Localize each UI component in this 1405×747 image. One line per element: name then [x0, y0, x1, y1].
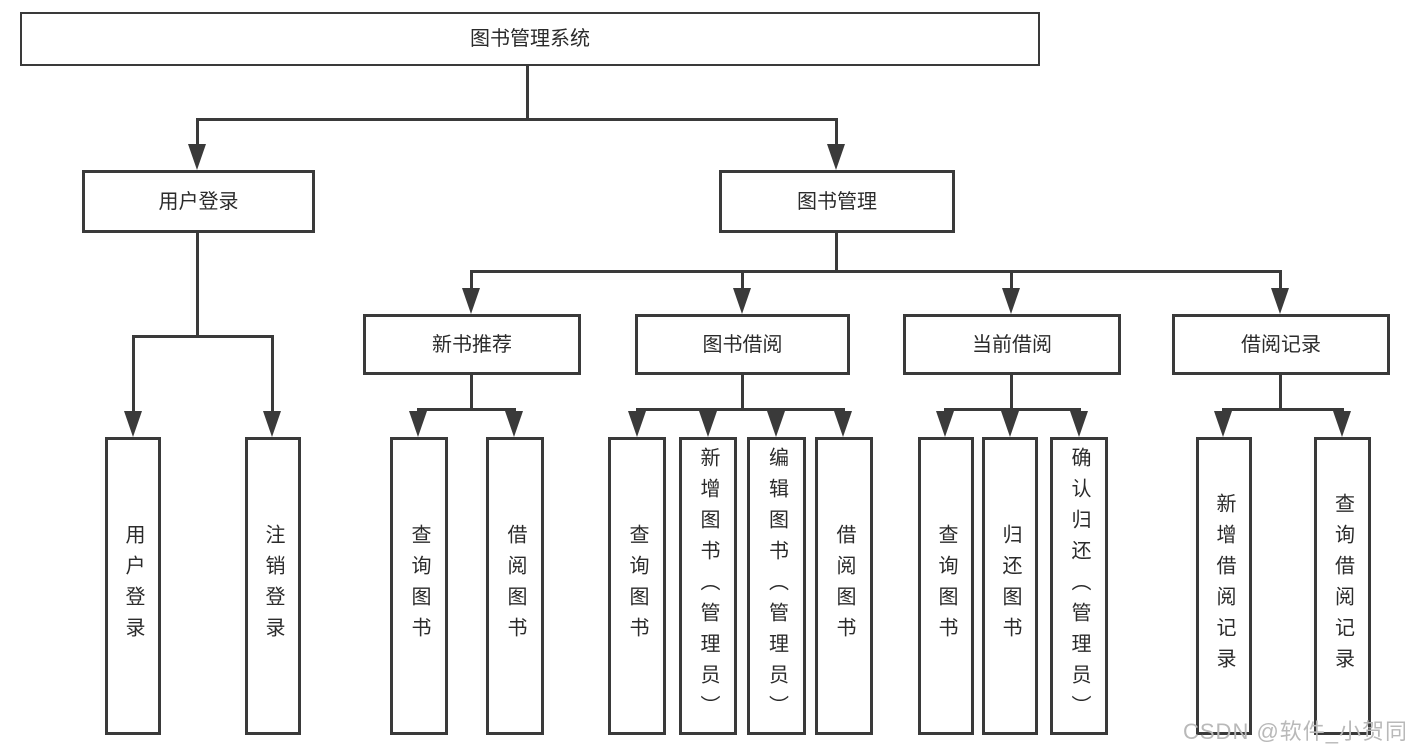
arrowhead-book-mgmt: [827, 144, 845, 170]
node-borrow-records: 借阅记录: [1172, 314, 1390, 375]
arrowhead-leaf: [1070, 411, 1088, 437]
arrowhead-borrow-records: [1271, 288, 1289, 314]
node-new-book-rec-label: 新书推荐: [432, 333, 512, 356]
connector-user-login-stub: [196, 233, 199, 335]
connector-borrow-records-leaf-branch: [1222, 408, 1344, 411]
arrowhead-leaf: [628, 411, 646, 437]
leaf-logout: 注销登录: [245, 437, 301, 735]
connector-book-borrow-shaft: [741, 270, 744, 290]
leaf-return-book-label: 归还图书: [999, 524, 1021, 648]
leaf-query-borrow-record-label: 查询借阅记录: [1331, 493, 1354, 679]
connector-level3-branch: [470, 270, 1282, 273]
leaf-user-login-label: 用户登录: [122, 524, 144, 648]
csdn-watermark: CSDN @软件_小贺同学: [1183, 719, 1405, 744]
arrowhead-leaf: [834, 411, 852, 437]
connector-book-borrow-leaf-branch: [636, 408, 845, 411]
leaf-query-book-current: 查询图书: [918, 437, 974, 735]
node-user-login-label: 用户登录: [158, 190, 239, 213]
connector-leaf-shaft: [271, 335, 274, 413]
leaf-edit-book-admin: 编辑图书（管理员）: [747, 437, 806, 735]
arrowhead-leaf: [699, 411, 717, 437]
connector-borrow-records-shaft: [1279, 270, 1282, 290]
connector-level2-branch: [196, 118, 838, 121]
arrowhead-book-borrow: [733, 288, 751, 314]
leaf-edit-book-admin-label: 编辑图书（管理员）: [765, 446, 788, 726]
node-book-mgmt-label: 图书管理: [797, 190, 877, 213]
connector-book-borrow-stub: [741, 375, 744, 408]
leaf-borrow-book-label: 借阅图书: [833, 524, 855, 648]
connector-root-stub: [526, 66, 529, 118]
node-root-label: 图书管理系统: [470, 28, 590, 50]
leaf-query-borrow-record: 查询借阅记录: [1314, 437, 1371, 735]
connector-new-rec-stub: [470, 375, 473, 408]
node-book-borrow-label: 图书借阅: [702, 333, 783, 356]
leaf-logout-label: 注销登录: [262, 524, 284, 648]
arrowhead-leaf: [767, 411, 785, 437]
node-new-book-rec: 新书推荐: [363, 314, 581, 375]
leaf-query-book-borrow-label: 查询图书: [626, 524, 648, 648]
leaf-query-book-borrow: 查询图书: [608, 437, 666, 735]
arrowhead-leaf: [1001, 411, 1019, 437]
connector-current-borrow-shaft: [1010, 270, 1013, 290]
arrowhead-leaf: [505, 411, 523, 437]
leaf-query-book-rec: 查询图书: [390, 437, 448, 735]
connector-user-login-leaf-branch: [132, 335, 274, 338]
leaf-user-login: 用户登录: [105, 437, 161, 735]
leaf-borrow-book-rec: 借阅图书: [486, 437, 544, 735]
arrowhead-user-login: [188, 144, 206, 170]
connector-current-borrow-leaf-branch: [944, 408, 1080, 411]
node-current-borrow: 当前借阅: [903, 314, 1121, 375]
leaf-confirm-return-admin-label: 确认归还（管理员）: [1068, 446, 1090, 726]
connector-new-rec-leaf-branch: [417, 408, 516, 411]
leaf-confirm-return-admin: 确认归还（管理员）: [1050, 437, 1108, 735]
node-root: 图书管理系统: [20, 12, 1040, 66]
node-book-mgmt: 图书管理: [719, 170, 955, 233]
arrowhead-leaf: [1333, 411, 1351, 437]
leaf-return-book: 归还图书: [982, 437, 1038, 735]
arrowhead-leaf: [936, 411, 954, 437]
arrowhead-leaf: [263, 411, 281, 437]
leaf-borrow-book: 借阅图书: [815, 437, 873, 735]
node-borrow-records-label: 借阅记录: [1241, 333, 1321, 356]
arrowhead-new-rec: [462, 288, 480, 314]
connector-new-rec-shaft: [470, 270, 473, 290]
leaf-add-book-admin-label: 新增图书（管理员）: [697, 446, 719, 726]
arrowhead-leaf: [1214, 411, 1232, 437]
leaf-add-book-admin: 新增图书（管理员）: [679, 437, 737, 735]
arrowhead-leaf: [409, 411, 427, 437]
arrowhead-current-borrow: [1002, 288, 1020, 314]
node-current-borrow-label: 当前借阅: [972, 333, 1052, 356]
leaf-add-borrow-record: 新增借阅记录: [1196, 437, 1252, 735]
leaf-query-book-rec-label: 查询图书: [408, 524, 430, 648]
leaf-borrow-book-rec-label: 借阅图书: [504, 524, 526, 648]
connector-borrow-records-stub: [1279, 375, 1282, 408]
leaf-query-book-current-label: 查询图书: [935, 524, 957, 648]
connector-leaf-shaft: [132, 335, 135, 413]
leaf-add-borrow-record-label: 新增借阅记录: [1213, 493, 1235, 679]
arrowhead-leaf: [124, 411, 142, 437]
node-book-borrow: 图书借阅: [635, 314, 850, 375]
connector-user-login-shaft: [196, 118, 199, 148]
connector-book-mgmt-shaft: [835, 118, 838, 148]
connector-current-borrow-stub: [1010, 375, 1013, 408]
connector-book-mgmt-stub: [835, 233, 838, 270]
node-user-login: 用户登录: [82, 170, 315, 233]
